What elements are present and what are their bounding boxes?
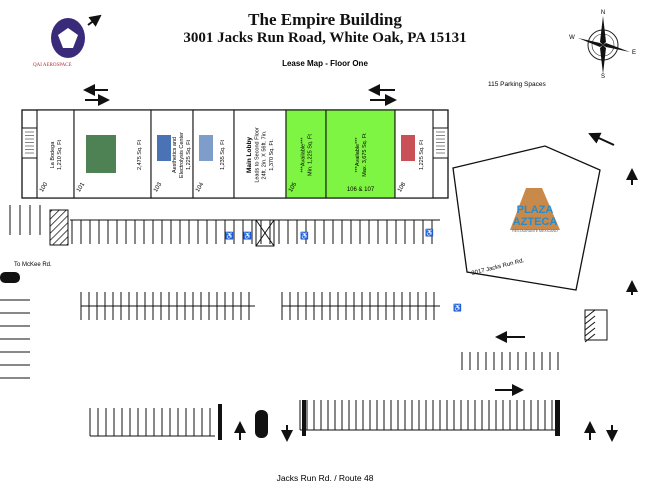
azteca-pyramid-icon [510,188,560,230]
unit-text: Aesthetics and [172,137,178,173]
compass-n: N [601,10,605,16]
compass-rose-icon: N S W E [569,10,636,80]
compass-s: S [601,74,605,80]
accessible-parking-icon: ♿ [425,228,434,237]
unit-text: Leads to Second Floor [254,127,260,183]
unit-number: 106 & 107 [347,187,375,193]
traffic-arrows [83,14,638,442]
accessible-parking-icon: ♿ [225,231,234,240]
unit-101[interactable]: 2,475 Sq. Ft 101 [73,109,152,199]
parking-lots: ♿ ♿ ♿ ♿ ♿ [0,205,608,440]
tenant-logo [86,135,116,173]
unit-number: 101 [76,181,87,193]
unit-number: 100 [39,181,50,193]
mckee-road-label: To McKee Rd. [14,262,52,268]
tenant-logo [401,135,415,161]
unit-number: 108 [397,181,408,193]
tenant-logo [199,135,213,161]
unit-text: 2,475 Sq. Ft [137,140,143,170]
plaza-azteca-building: PLAZA AZTECA RESTAURANTE MEXICANO 3017 J… [452,145,601,291]
logo-caption: QAI AEROSPACE [33,63,72,68]
parking-count: 115 Parking Spaces [488,81,546,88]
tenant-logo [157,135,171,161]
map-subtitle: Lease Map - Floor One [282,59,368,68]
unit-text: La Bodega [50,141,56,169]
unit-number: 104 [195,181,206,193]
unit-text: ***Available*** [355,137,361,173]
unit-text: Max. 3,675 Sq. Ft [362,133,368,177]
unit-105[interactable]: ***Available***Min. 1,225 Sq. Ft 105 [285,109,327,199]
unit-number: 105 [288,181,299,193]
unit-number: 103 [153,181,164,193]
unit-text: Electrolysis Center [179,132,185,178]
unit-text: 1,225 Sq. Ft [186,140,192,170]
stairs-icon [21,127,38,159]
building-address: 3001 Jacks Run Road, White Oak, PA 15131 [183,30,467,46]
compass-e: E [632,50,636,56]
azteca-name-1: PLAZA [517,204,554,216]
unit-104[interactable]: 1,235 Sq. Ft 104 [192,109,235,199]
azteca-tagline: RESTAURANTE MEXICANO [512,229,558,233]
unit-text: 1,370 Sq. Ft. [269,139,275,171]
unit-106107[interactable]: ***Available***Max. 3,675 Sq. Ft 106 & 10… [325,109,396,199]
accessible-parking-icon: ♿ [243,231,252,240]
unit-text: ***Available*** [300,137,306,173]
unit-text: Main Lobby [246,137,253,173]
company-logo [51,18,85,58]
main-road-label: Jacks Run Rd. / Route 48 [276,473,374,483]
unit-text: 1,225 Sq. Ft [419,140,425,170]
unit-text: Min. 1,225 Sq. Ft [308,134,314,176]
unit-text: 1,210 Sq. Ft [57,140,63,170]
building-title: The Empire Building [248,10,402,29]
unit-text: 1,235 Sq. Ft [220,140,226,170]
unit-text: 24ft. 2in. X 56ft. 7in. [262,130,268,179]
azteca-name-2: AZTECA [513,216,558,228]
accessible-parking-icon: ♿ [300,231,309,240]
stairs-icon [432,127,449,159]
arrow-icon [87,14,102,27]
unit-108[interactable]: 1,225 Sq. Ft 108 [394,109,434,199]
compass-w: W [569,35,575,41]
arrow-icon [588,132,615,146]
accessible-parking-icon: ♿ [453,303,462,312]
